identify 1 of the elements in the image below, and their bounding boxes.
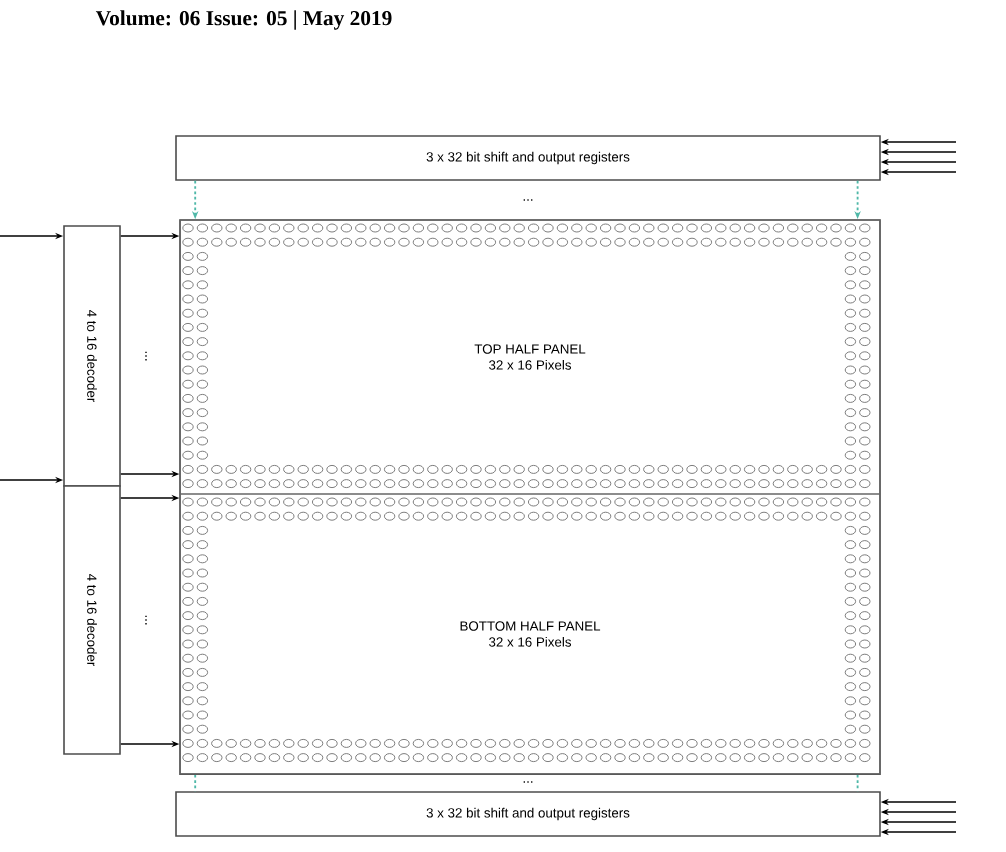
header-text: Volume: 06 Issue: 05 | May 2019 <box>95 10 392 30</box>
